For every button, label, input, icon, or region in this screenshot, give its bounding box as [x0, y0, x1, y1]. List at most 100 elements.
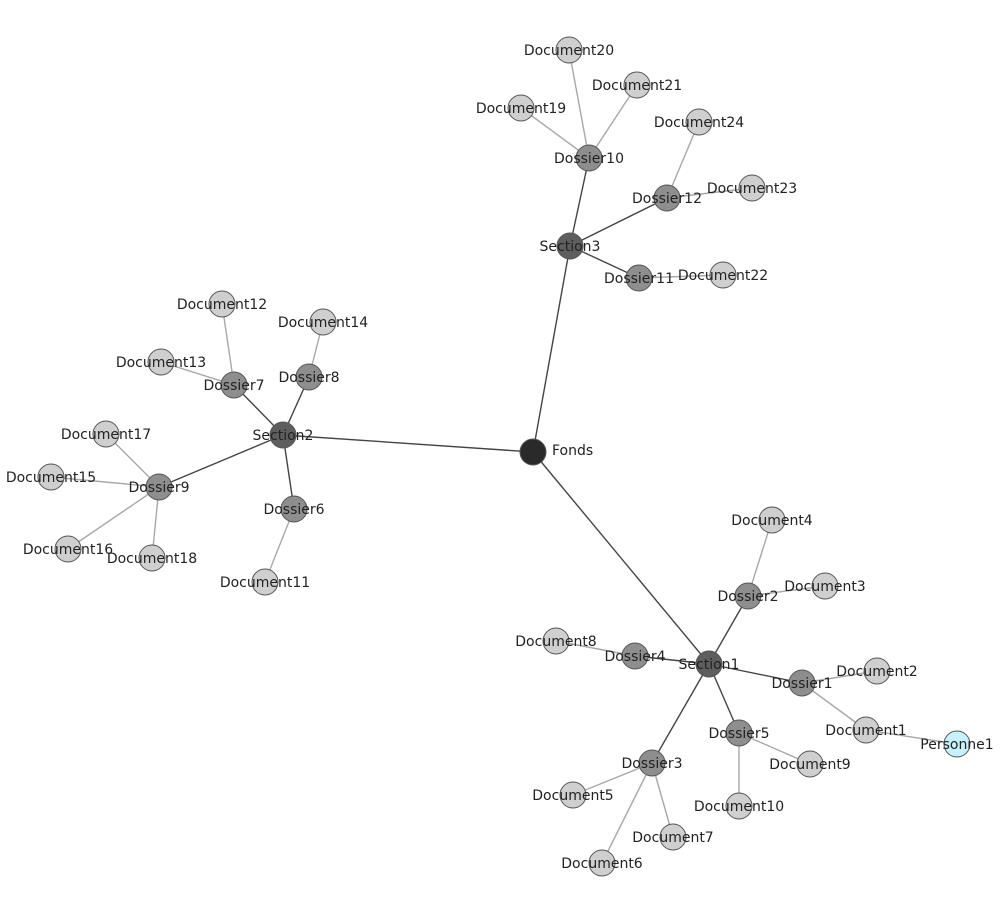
node-label-dossier7: Dossier7 — [203, 378, 264, 394]
node-document10[interactable] — [725, 792, 753, 820]
node-document1[interactable] — [852, 716, 880, 744]
node-label-document2: Document2 — [836, 664, 917, 680]
node-document11[interactable] — [251, 568, 279, 596]
node-dossier12[interactable] — [653, 184, 681, 212]
node-section1[interactable] — [695, 650, 723, 678]
node-document19[interactable] — [507, 94, 535, 122]
node-label-document16: Document16 — [23, 542, 113, 558]
node-document7[interactable] — [659, 823, 687, 851]
node-fonds[interactable] — [519, 438, 547, 466]
node-dossier1[interactable] — [788, 669, 816, 697]
node-document12[interactable] — [208, 290, 236, 318]
node-personne1[interactable] — [943, 730, 971, 758]
edge-dossier3-document5 — [572, 762, 653, 796]
edge-dossier9-document15 — [50, 476, 160, 488]
edge-document1-personne1 — [865, 729, 958, 745]
node-document17[interactable] — [92, 420, 120, 448]
node-document16[interactable] — [54, 535, 82, 563]
edge-dossier7-document12 — [221, 303, 235, 386]
node-document13[interactable] — [147, 348, 175, 376]
node-label-document23: Document23 — [707, 181, 797, 197]
node-document22[interactable] — [709, 261, 737, 289]
node-document14[interactable] — [309, 308, 337, 336]
node-document20[interactable] — [555, 36, 583, 64]
node-label-dossier10: Dossier10 — [554, 151, 624, 167]
edge-dossier3-document6 — [601, 762, 653, 864]
node-section3[interactable] — [556, 232, 584, 260]
node-document8[interactable] — [542, 627, 570, 655]
edge-dossier10-document19 — [520, 107, 590, 159]
node-label-dossier6: Dossier6 — [263, 502, 324, 518]
node-label-document22: Document22 — [678, 268, 768, 284]
node-dossier5[interactable] — [725, 719, 753, 747]
node-label-dossier11: Dossier11 — [604, 271, 674, 287]
edge-fonds-section1 — [532, 451, 710, 665]
edge-dossier9-document16 — [67, 486, 160, 550]
edges-layer — [50, 49, 958, 864]
node-dossier4[interactable] — [621, 642, 649, 670]
node-document15[interactable] — [37, 463, 65, 491]
node-document2[interactable] — [863, 657, 891, 685]
node-label-document11: Document11 — [220, 575, 310, 591]
node-label-document9: Document9 — [769, 757, 850, 773]
node-dossier2[interactable] — [734, 582, 762, 610]
node-document21[interactable] — [623, 71, 651, 99]
node-label-dossier8: Dossier8 — [278, 370, 339, 386]
node-dossier7[interactable] — [220, 371, 248, 399]
edge-dossier11-document22 — [638, 274, 724, 279]
node-label-dossier1: Dossier1 — [771, 676, 832, 692]
node-label-document6: Document6 — [561, 856, 643, 872]
edge-dossier10-document20 — [568, 49, 590, 159]
edge-fonds-section2 — [282, 434, 534, 453]
edge-fonds-section3 — [532, 245, 571, 453]
node-label-personne1: Personne1 — [920, 737, 993, 753]
node-label-dossier12: Dossier12 — [632, 191, 702, 207]
node-label-dossier5: Dossier5 — [708, 726, 769, 742]
node-dossier8[interactable] — [295, 363, 323, 391]
node-document23[interactable] — [738, 174, 766, 202]
node-document9[interactable] — [796, 750, 824, 778]
node-document6[interactable] — [588, 849, 616, 877]
edge-section3-dossier12 — [569, 197, 668, 247]
node-document5[interactable] — [559, 781, 587, 809]
node-label-document14: Document14 — [278, 315, 368, 331]
node-label-dossier2: Dossier2 — [717, 589, 778, 605]
node-section2[interactable] — [269, 421, 297, 449]
node-label-dossier4: Dossier4 — [604, 649, 665, 665]
edge-section1-dossier3 — [651, 663, 710, 764]
node-dossier10[interactable] — [575, 144, 603, 172]
node-label-document15: Document15 — [6, 470, 96, 486]
node-label-section1: Section1 — [679, 657, 740, 673]
node-label-section3: Section3 — [540, 239, 601, 255]
node-dossier6[interactable] — [280, 495, 308, 523]
node-label-document3: Document3 — [784, 579, 865, 595]
node-label-document19: Document19 — [476, 101, 566, 117]
node-label-dossier9: Dossier9 — [128, 480, 189, 496]
node-label-fonds: Fonds — [552, 443, 593, 459]
node-dossier3[interactable] — [638, 749, 666, 777]
nodes-layer — [37, 36, 971, 877]
node-label-document5: Document5 — [532, 788, 613, 804]
labels-layer: FondsSection1Section2Section3Dossier1Dos… — [6, 43, 994, 872]
node-document24[interactable] — [685, 108, 713, 136]
node-label-document17: Document17 — [61, 427, 151, 443]
node-label-dossier3: Dossier3 — [621, 756, 682, 772]
edge-dossier10-document21 — [588, 84, 638, 159]
node-document18[interactable] — [138, 544, 166, 572]
edge-section3-dossier10 — [569, 157, 590, 247]
edge-dossier12-document24 — [666, 121, 700, 199]
node-label-document24: Document24 — [654, 115, 744, 131]
node-label-document21: Document21 — [592, 78, 682, 94]
node-label-document12: Document12 — [177, 297, 267, 313]
edge-section1-dossier1 — [708, 663, 803, 684]
node-label-document18: Document18 — [107, 551, 197, 567]
edge-dossier12-document23 — [666, 187, 753, 199]
node-label-section2: Section2 — [253, 428, 314, 444]
node-label-document20: Document20 — [524, 43, 614, 59]
node-dossier11[interactable] — [625, 264, 653, 292]
node-label-document13: Document13 — [116, 355, 206, 371]
node-document4[interactable] — [758, 506, 786, 534]
node-document3[interactable] — [811, 572, 839, 600]
node-dossier9[interactable] — [145, 473, 173, 501]
